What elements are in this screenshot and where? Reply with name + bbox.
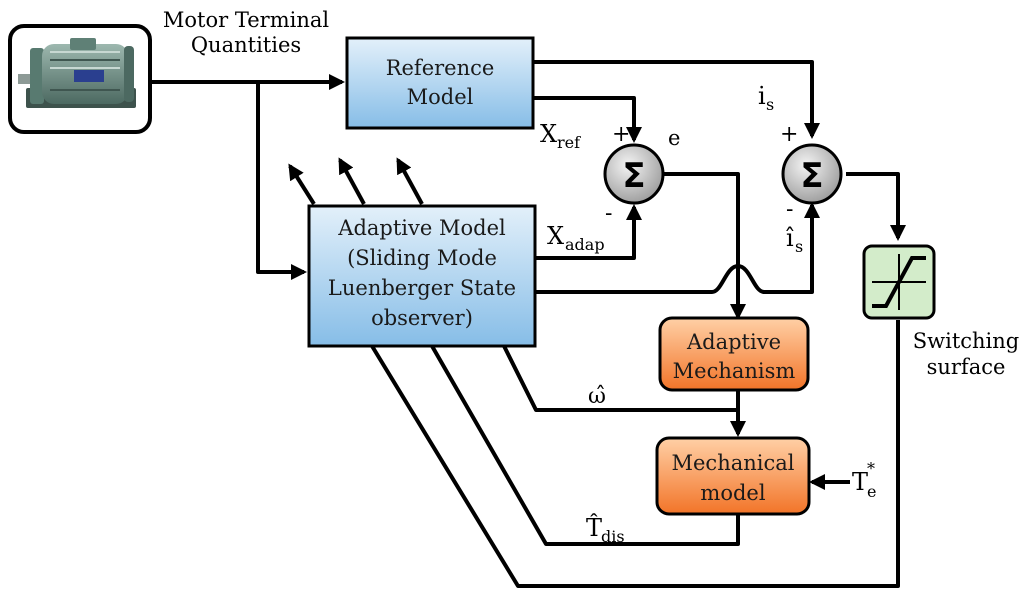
motor-label-line1: Motor Terminal [163, 8, 329, 32]
electric-motor-icon [18, 38, 136, 108]
e-summer-plus-sign: + [612, 122, 630, 147]
signal-wires [152, 60, 906, 588]
x-ref-minus-sign: - [603, 84, 610, 108]
wire-xref-to-e-summer [534, 96, 642, 143]
adaptation-arrow-2 [338, 157, 366, 205]
adaptive-mechanism-block [658, 316, 810, 392]
wire-motor-to-adaptive [256, 82, 307, 280]
adaptive-model-line4: observer) [371, 306, 473, 330]
reference-model-block [345, 36, 535, 130]
mechanical-model-block [655, 436, 811, 516]
svg-text:adap: adap [565, 235, 605, 254]
motor-label-line2: Quantities [191, 33, 301, 57]
wire-e-to-adaptive-mechanism [662, 172, 746, 320]
svg-text:ref: ref [557, 133, 581, 152]
t-dis-label: T̂ dis [586, 514, 625, 546]
switching-surface-line2: surface [927, 355, 1006, 379]
is-summer-minus-sign: - [786, 197, 793, 222]
wire-xadap-to-e-summer [536, 204, 642, 260]
error-signal-label: e [668, 126, 680, 150]
x-ref-label: X ref [540, 120, 581, 152]
mechanical-model-line1: Mechanical [672, 451, 795, 475]
adaptive-model-line1: Adaptive Model [337, 216, 506, 240]
reference-model-line1: Reference [386, 56, 495, 80]
wire-tdis-feedback [430, 345, 740, 546]
reference-model-line2: Model [407, 85, 474, 109]
omega-hat-label: ω̂ [588, 384, 606, 409]
wire-is-summer-to-switching [846, 172, 906, 241]
adaptation-arrow-1 [288, 163, 316, 206]
svg-text:T̂: T̂ [586, 514, 602, 542]
svg-text:s: s [795, 237, 803, 256]
saturation-function-icon [872, 254, 926, 310]
svg-text:X: X [547, 222, 564, 250]
adaptive-model-block [307, 204, 537, 348]
svg-text:e: e [867, 482, 876, 501]
adaptive-mechanism-line2: Mechanism [673, 359, 796, 383]
svg-text:s: s [766, 95, 774, 114]
i-s-label: i s [758, 82, 774, 114]
svg-text:dis: dis [601, 527, 625, 546]
mechanical-model-line2: model [700, 481, 765, 505]
adaptive-model-line2: (Sliding Mode [347, 246, 497, 270]
is-summer: Σ [781, 143, 843, 205]
adaptation-arrow-3 [396, 157, 424, 205]
svg-text:i: i [758, 82, 766, 110]
e-summer-symbol: Σ [622, 156, 645, 196]
x-adap-label: X adap [547, 222, 605, 254]
svg-text:î: î [786, 224, 794, 252]
svg-text:X: X [540, 120, 557, 148]
adaptive-model-line3: Luenberger State [328, 276, 516, 300]
adaptive-mechanism-line1: Adaptive [686, 330, 781, 354]
e-summer-minus-sign: - [605, 201, 612, 226]
i-hat-s-label: î s [786, 224, 803, 256]
svg-text:*: * [867, 459, 875, 478]
e-summer: Σ [603, 143, 665, 205]
is-summer-symbol: Σ [800, 156, 823, 196]
wire-omega-feedback [502, 345, 738, 412]
is-summer-plus-sign: + [780, 122, 798, 147]
wire-ihat-to-is-summer [536, 202, 820, 294]
te-star-label: T e * [852, 459, 876, 501]
svg-text:T: T [852, 468, 868, 496]
switching-surface-line1: Switching [913, 329, 1020, 353]
motor-block [8, 24, 152, 134]
wire-reference-to-is-summer [534, 60, 820, 139]
wire-switching-feedback [370, 320, 900, 588]
